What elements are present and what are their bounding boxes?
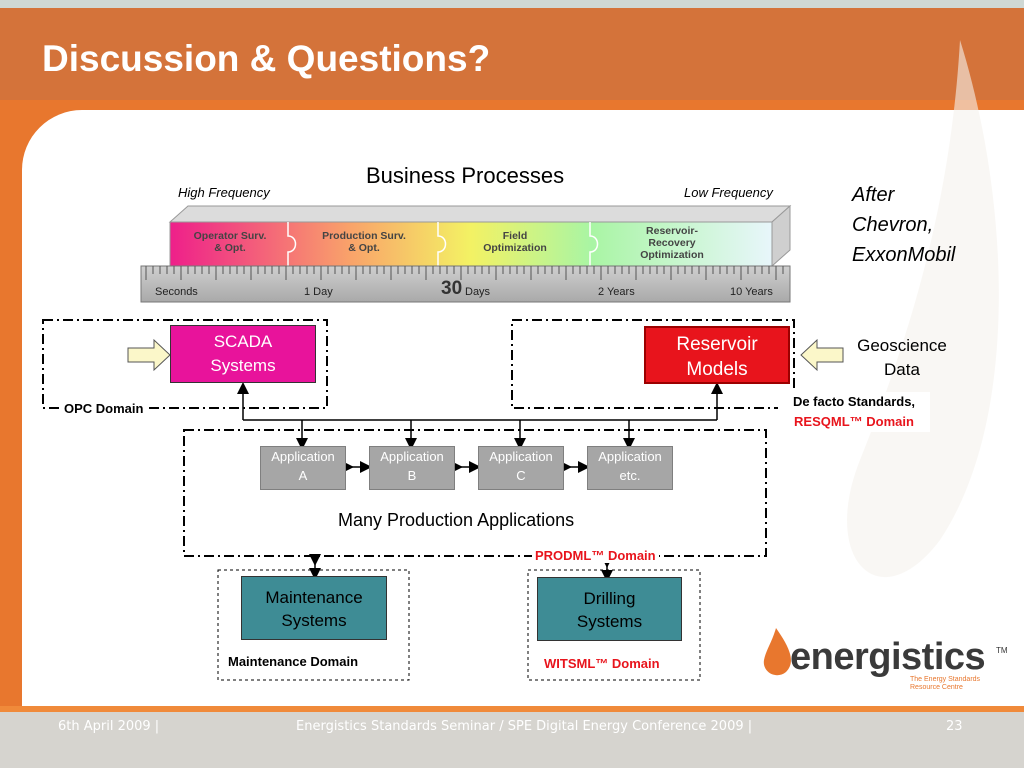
app-etc-line-1: Application [598,449,662,464]
resqml-domain-border [511,319,795,409]
divider-2 [437,222,447,266]
ruler-2-years: 2 Years [598,286,635,298]
top-strip [0,0,1024,8]
resqml-line-1: De facto Standards, [792,394,916,409]
footer-divider [0,706,1024,712]
app-b-line-2: B [407,468,417,483]
attribution-line-2: Chevron, [852,214,934,236]
attribution: After Chevron, ExxonMobil [852,180,955,270]
app-a-line-2: A [298,468,308,483]
low-frequency-label: Low Frequency [684,185,773,200]
ruler-ticks [145,266,784,280]
logo-tagline-1: The Energy Standards [910,676,981,683]
slide-header: Discussion & Questions? [0,8,1024,108]
scada-line-1: SCADA [213,332,273,351]
maintenance-domain-border [217,569,410,681]
drilling-line-1: Drilling [583,589,636,608]
drilling-line-2: Systems [576,612,643,631]
slide-footer [0,712,1024,768]
maintenance-domain-label: Maintenance Domain [228,654,359,669]
opc-domain-border [42,319,328,409]
ruler-1-day: 1 Day [304,286,333,298]
business-processes-heading: Business Processes [366,163,565,188]
watermark-drop [847,40,999,578]
app-c-line-1: Application [489,449,553,464]
app-a-line-1: Application [271,449,335,464]
divider-1 [287,222,297,266]
maintenance-systems-box: Maintenance Systems [241,576,387,640]
maintenance-line-2: Systems [281,611,347,630]
ruler-10-years: 10 Years [730,286,773,298]
ruler-days: Days [465,286,491,298]
reservoir-models-box: Reservoir Models [644,326,790,384]
process-production: Production Surv. & Opt. [322,230,406,254]
logo-tagline: The Energy Standards Resource Centre [910,676,980,692]
reservoir-line-2: Models [686,359,748,380]
slide-title: Discussion & Questions? [42,38,491,79]
page-number: 23 [946,719,963,734]
high-frequency-label: High Frequency [178,185,270,200]
geoscience-line-2: Data [884,360,920,379]
application-a-box: Application A [260,446,346,490]
process-operator: Operator Surv. & Opt. [193,230,267,254]
geoscience-input-arrow [800,338,844,372]
logo-tagline-2: Resource Centre [910,684,963,691]
attribution-line-3: ExxonMobil [852,244,956,266]
geoscience-line-1: Geoscience [857,336,947,355]
logo-drop-icon [763,628,791,676]
energistics-logo-text: energistics [790,636,986,678]
application-etc-box: Application etc. [587,446,673,490]
scada-systems-box: SCADA Systems [170,325,316,383]
opc-domain-label: OPC Domain [62,401,146,416]
logo-trademark: TM [996,646,1008,655]
maintenance-line-1: Maintenance [265,588,363,607]
process-reservoir: Reservoir-Recovery Optimization [640,225,704,261]
time-ruler [140,265,791,303]
footer-event: Energistics Standards Seminar / SPE Digi… [296,719,753,734]
app-c-line-2: C [516,468,526,483]
band-top-face [168,205,792,223]
resqml-line-2: RESQML™ Domain [794,414,914,429]
attribution-line-1: After [852,184,895,206]
witsml-domain-border [527,569,701,681]
ruler-30: 30 [441,278,463,299]
process-field: Field Optimization [483,230,547,254]
scada-line-2: Systems [210,356,276,375]
process-band [169,221,773,267]
app-b-line-1: Application [380,449,444,464]
app-etc-line-2: etc. [619,468,641,483]
application-c-box: Application C [478,446,564,490]
footer-date: 6th April 2009 | [58,719,160,734]
resqml-domain-label: De facto Standards, RESQML™ Domain [778,392,930,432]
witsml-domain-label: WITSML™ Domain [544,656,660,671]
scada-input-arrow [127,338,171,372]
prodml-domain-label: PRODML™ Domain [532,548,659,563]
application-b-box: Application B [369,446,455,490]
prodml-domain-border [183,429,767,557]
drilling-systems-box: Drilling Systems [537,577,682,641]
reservoir-line-1: Reservoir [676,334,758,355]
ruler-seconds: Seconds [155,286,198,298]
geoscience-data-label: Geoscience Data [848,334,956,382]
apps-caption: Many Production Applications [338,510,575,530]
divider-3 [589,222,599,266]
